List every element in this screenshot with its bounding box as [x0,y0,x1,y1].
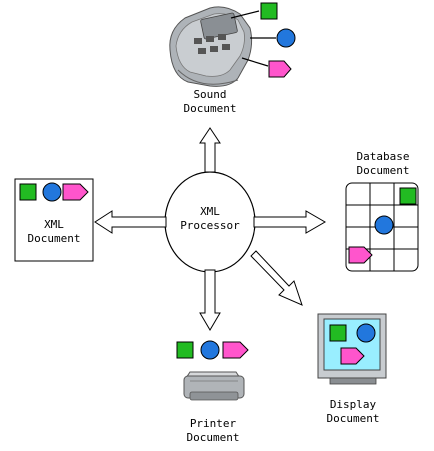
green-square-icon [176,341,194,359]
green-square-icon [329,324,347,342]
blue-circle-icon [356,323,376,343]
printer-document-label: Printer Document [168,417,258,445]
pink-pentagon-icon [268,60,292,78]
sound-document-label: Sound Document [165,88,255,116]
arrow-to-sound [199,127,221,173]
green-square-icon [19,183,37,201]
sound-label-line1: Sound [193,88,227,101]
sound-connector-3 [241,57,269,67]
printer-icon [183,371,245,401]
printer-label-line1: Printer [189,417,237,430]
blue-circle-icon [200,340,220,360]
processor-label: XML Processor [168,205,252,233]
display-label-line2: Document [326,412,380,425]
green-square-icon [399,187,417,205]
arrow-to-xml-document [94,210,167,234]
printer-label-line2: Document [186,431,240,444]
pink-pentagon-icon [222,341,249,359]
processor-label-line2: Processor [180,219,240,232]
pink-pentagon-icon [62,183,89,201]
sound-label-line2: Document [183,102,237,115]
database-label-line2: Document [356,164,410,177]
display-label-line1: Display [329,398,377,411]
blue-circle-icon [42,182,62,202]
xml-label-line1: XML [44,218,64,231]
arrow-to-database [253,210,326,234]
blue-circle-icon [374,215,394,235]
processor-label-line1: XML [200,205,220,218]
xml-label-line2: Document [27,232,81,245]
arrow-to-display [250,250,303,306]
sound-device-icon [169,6,253,87]
green-square-icon [260,2,278,20]
database-document-label: Database Document [338,150,428,178]
pink-pentagon-icon [348,246,373,264]
xml-document-label: XML Document [15,218,93,246]
pink-pentagon-icon [340,347,365,365]
blue-circle-icon [276,28,296,48]
display-document-label: Display Document [308,398,398,426]
arrow-to-printer [199,269,221,331]
database-label-line1: Database [356,150,410,163]
sound-connector-1 [230,10,260,19]
